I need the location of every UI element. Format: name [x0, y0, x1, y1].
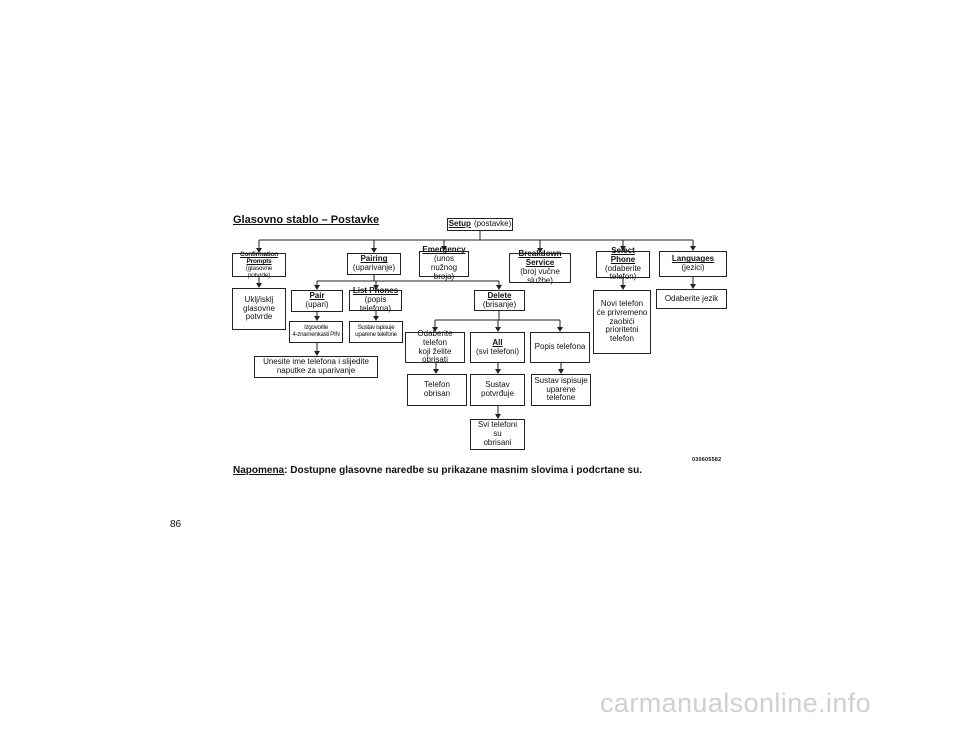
voice-command: Languages	[671, 254, 715, 264]
footnote-label: Napomena	[233, 465, 285, 476]
node-description: Izgovorite 4-znamenkasti PIN	[292, 324, 340, 338]
connector-arrow	[256, 283, 262, 288]
figure-code: 030605582	[692, 457, 722, 463]
connector-arrow	[495, 369, 501, 374]
voice-command: All	[492, 337, 503, 347]
footnote-text: : Dostupne glasovne naredbe su prikazane…	[284, 465, 643, 476]
node-select-phone: Select Phone(odaberite telefon)	[596, 246, 650, 281]
connector-arrow	[373, 316, 379, 321]
node-description: (brisanje)	[482, 299, 517, 309]
node-pair: Pair(upari)	[291, 290, 343, 312]
node-description: Sustav ispisuje uparene telefone	[355, 324, 397, 338]
connector-arrow	[433, 369, 439, 374]
node-enter-phone-name: Unesite ime telefona i slijedite naputke…	[254, 356, 378, 378]
node-breakdown-service: Breakdown Service(broj vučne službe)	[509, 249, 571, 285]
voice-command: Select Phone	[610, 245, 636, 264]
connector-arrow	[558, 369, 564, 374]
node-description: (jezici)	[681, 263, 705, 272]
node-description: (upari)	[305, 300, 329, 309]
page-number: 86	[170, 519, 182, 530]
voice-command: Confirmation Prompts	[239, 250, 279, 265]
connector-arrow	[690, 246, 696, 251]
node-choose-language: Odaberite jezik	[656, 289, 727, 309]
node-pairing: Pairing(uparivanje)	[347, 253, 401, 275]
connector-arrow	[620, 246, 626, 251]
node-system-confirms: Sustav potvrđuje	[470, 374, 525, 406]
connector-arrow	[432, 327, 438, 332]
node-description: Sustav potvrđuje	[481, 380, 514, 398]
node-description: (postavke)	[473, 219, 512, 229]
node-select-phone-to-delete: Odaberite telefon koji želite obrisati	[405, 328, 465, 365]
connector-arrow	[620, 285, 626, 290]
connector-arrow	[314, 351, 320, 356]
node-speak-pin: Izgovorite 4-znamenkasti PIN	[289, 321, 343, 343]
node-description: (odaberite telefon)	[604, 263, 642, 282]
voice-command: Breakdown Service	[518, 249, 562, 268]
node-phone-deleted: Telefon obrisan	[407, 374, 467, 406]
node-description: Unesite ime telefona i slijedite naputke…	[263, 357, 369, 375]
node-new-phone: Novi telefon će privremeno zaobići prior…	[593, 290, 651, 354]
voice-command: Emergency	[422, 245, 466, 255]
node-languages: Languages(jezici)	[659, 251, 727, 277]
connector-arrow	[314, 316, 320, 321]
node-description: (svi telefoni)	[475, 346, 520, 356]
connector-arrow	[495, 414, 501, 419]
connector-arrow	[496, 285, 502, 290]
voice-command: Pairing	[360, 254, 388, 264]
connector-arrow	[495, 327, 501, 332]
node-description: (glasovne potvrde)	[245, 265, 273, 280]
connector-arrow	[690, 284, 696, 289]
connector-arrow	[373, 285, 379, 290]
node-description: (popis telefona)	[359, 295, 392, 313]
voice-command: List Phones	[352, 286, 399, 296]
node-emergency: Emergency(unos nužnog broja)	[419, 246, 469, 281]
node-description: (broj vučne službe)	[520, 267, 560, 285]
node-all-phones: All(svi telefoni)	[470, 332, 525, 363]
node-description: Novi telefon će privremeno zaobići prior…	[596, 299, 648, 344]
node-system-lists-2: Sustav ispisuje uparene telefone	[531, 374, 591, 406]
node-system-lists-1: Sustav ispisuje uparene telefone	[349, 321, 403, 343]
connector-arrow	[256, 248, 262, 253]
node-description: Uklj/isklj glasovne potvrde	[242, 294, 276, 322]
node-description: Telefon obrisan	[423, 380, 451, 398]
node-on-off-prompts: Uklj/isklj glasovne potvrde	[232, 288, 286, 330]
connector-arrow	[441, 246, 447, 251]
node-description: (unos nužnog broja)	[430, 254, 458, 281]
connector-arrow	[314, 285, 320, 290]
node-description: Sustav ispisuje uparene telefone	[534, 375, 588, 403]
node-delete: Delete(brisanje)	[474, 290, 525, 311]
diagram-title: Glasovno stablo – Postavke	[233, 214, 380, 226]
node-description: Svi telefoni su obrisani	[477, 420, 518, 447]
node-phone-list: Popis telefona	[530, 332, 590, 363]
node-setup: Setup(postavke)	[447, 218, 513, 231]
node-list-phones: List Phones(popis telefona)	[349, 286, 402, 313]
node-description: Odaberite jezik	[664, 293, 719, 303]
footnote: Napomena: Dostupne glasovne naredbe su p…	[233, 465, 642, 476]
node-description: Popis telefona	[534, 342, 586, 352]
connector-arrow	[537, 248, 543, 253]
node-confirmation-prompts: Confirmation Prompts(glasovne potvrde)	[232, 250, 286, 280]
voice-command: Setup	[448, 219, 471, 229]
node-all-phones-deleted: Svi telefoni su obrisani	[470, 419, 525, 450]
node-description: Odaberite telefon koji želite obrisati	[417, 328, 453, 365]
voice-command: Delete	[487, 290, 512, 300]
watermark: carmanualsonline.info	[600, 688, 872, 718]
voice-command: Pair	[309, 291, 325, 301]
connector-arrow	[371, 248, 377, 253]
node-description: (uparivanje)	[352, 263, 396, 272]
connector-arrow	[557, 327, 563, 332]
